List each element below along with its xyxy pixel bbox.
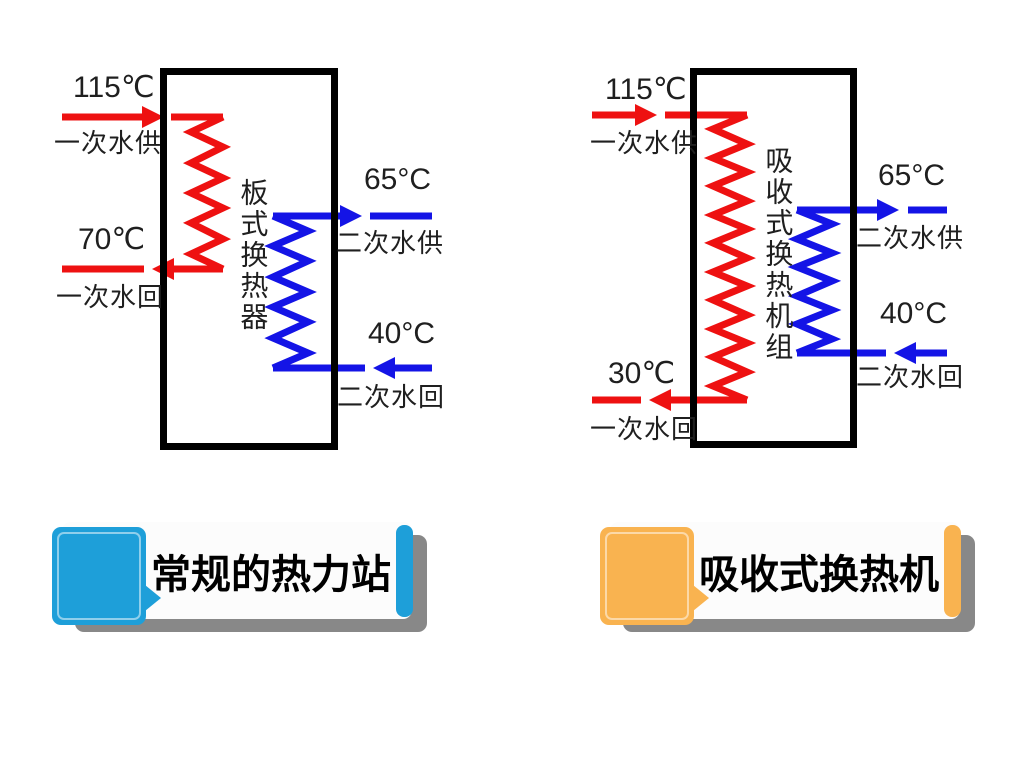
primary-supply-label: 一次水供 — [54, 128, 163, 158]
primary-coil — [703, 111, 757, 404]
secondary-supply-arrow-icon — [340, 205, 362, 227]
banner-tag — [52, 527, 161, 625]
primary-supply-label: 一次水供 — [590, 128, 699, 158]
primary-supply-temp: 115℃ — [73, 71, 155, 104]
primary-supply-arrow-icon — [635, 104, 657, 126]
banner-absorption-unit: 吸收式换热机 — [600, 522, 980, 636]
heat-exchanger-box — [160, 68, 338, 450]
secondary-return-temp: 40°C — [880, 297, 948, 330]
primary-supply-arrow-icon — [142, 106, 164, 128]
secondary-supply-temp: 65°C — [878, 159, 946, 192]
primary-return-label: 一次水回 — [56, 282, 165, 312]
diagram-absorption-unit: 115℃ 一次水供 30℃ 一次水回 吸收式换热机组 65°C 二次水供 40°… — [560, 60, 1000, 474]
secondary-supply-temp: 65°C — [364, 163, 432, 196]
exchanger-label: 吸收式换热机组 — [762, 146, 794, 363]
secondary-return-label: 二次水回 — [337, 382, 446, 412]
secondary-supply-arrow-icon — [877, 199, 899, 221]
tag-arrow-icon — [145, 585, 161, 611]
secondary-return-arrow-icon — [373, 357, 395, 379]
heat-exchanger-box — [690, 68, 857, 448]
primary-return-arrow-icon — [649, 389, 671, 411]
banner-accent-bar — [944, 525, 961, 617]
primary-return-label: 一次水回 — [590, 414, 699, 444]
secondary-return-label: 二次水回 — [856, 362, 965, 392]
primary-coil — [182, 113, 232, 273]
diagram-absorption-graphics — [592, 68, 947, 448]
primary-return-temp: 70℃ — [78, 223, 146, 256]
tag-arrow-icon — [693, 585, 709, 611]
diagram-conventional-station: 115℃ 一次水供 70℃ 一次水回 板式换热器 65°C 二次水供 40°C … — [40, 60, 480, 474]
banner-tag — [600, 527, 709, 625]
banner-title: 吸收式换热机 — [699, 552, 939, 597]
secondary-supply-label: 二次水供 — [336, 228, 445, 258]
secondary-coil — [787, 206, 842, 357]
secondary-supply-label: 二次水供 — [856, 223, 965, 253]
diagram-conventional-graphics — [62, 68, 432, 450]
exchanger-label: 板式换热器 — [237, 178, 269, 333]
secondary-coil — [264, 212, 317, 372]
secondary-return-temp: 40°C — [368, 317, 436, 350]
banner-accent-bar — [396, 525, 413, 617]
banner-conventional-station: 常规的热力站 — [52, 522, 432, 636]
primary-return-temp: 30℃ — [608, 357, 676, 390]
secondary-return-arrow-icon — [894, 342, 916, 364]
primary-supply-temp: 115℃ — [605, 73, 687, 106]
banner-title: 常规的热力站 — [151, 552, 391, 597]
